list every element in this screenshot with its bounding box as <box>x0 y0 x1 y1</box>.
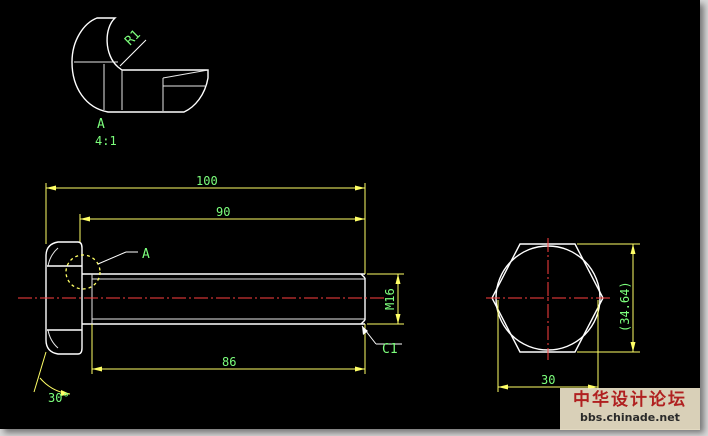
watermark-title: 中华设计论坛 <box>573 390 687 410</box>
dim-100-arrow-right <box>355 185 365 191</box>
cad-drawing-canvas: R1 A 4:1 A <box>18 17 640 405</box>
end-chamfer-top <box>360 273 366 279</box>
dim-3464-arrow-top <box>630 244 636 254</box>
bolt-front-view: A 100 90 86 <box>18 174 404 405</box>
dim-m16-arrow-bottom <box>395 314 401 324</box>
dim-across-flats: 30 <box>541 373 555 387</box>
dim-30-arrow-left <box>498 384 508 390</box>
dim-shank-length: 90 <box>216 205 230 219</box>
dim-86-arrow-right <box>355 366 365 372</box>
detail-view-scale: 4:1 <box>95 134 117 148</box>
bolt-end-view: 30 (34.64) <box>486 238 640 392</box>
detail-a-callout: A <box>142 247 150 262</box>
dim-across-corners: (34.64) <box>618 281 632 332</box>
end-chamfer-bottom <box>360 319 366 325</box>
angle-30-arrow <box>61 390 70 396</box>
dim-90-arrow-right <box>355 216 365 222</box>
head-chamfer-arc-bottom <box>47 329 59 349</box>
dim-90-arrow-left <box>80 216 90 222</box>
dim-thread-size: M16 <box>383 288 397 310</box>
dim-86-arrow-left <box>92 366 102 372</box>
detail-a-circle <box>65 254 101 290</box>
detail-profile <box>71 17 209 113</box>
forum-watermark: 中华设计论坛 bbs.chinade.net <box>560 388 700 430</box>
detail-chamfer-line <box>162 69 209 79</box>
detail-a-leader <box>97 251 127 265</box>
cad-viewport[interactable]: R1 A 4:1 A <box>0 0 700 429</box>
radius-leader <box>119 39 147 67</box>
dim-chamfer: C1 <box>382 342 398 357</box>
chamfer-leader-arrow <box>362 326 368 335</box>
detail-view-label: A <box>97 117 105 132</box>
dim-thread-length: 86 <box>222 355 236 369</box>
angle-30-ext <box>33 351 47 393</box>
dim-100-arrow-left <box>46 185 56 191</box>
dim-3464-arrow-bottom <box>630 342 636 352</box>
dim-total-length: 100 <box>196 174 218 188</box>
detail-view-a: R1 A 4:1 <box>71 17 209 148</box>
bolt-head-outline <box>45 241 83 355</box>
head-chamfer-arc-top <box>47 247 59 267</box>
dim-m16-arrow-top <box>395 274 401 284</box>
watermark-url: bbs.chinade.net <box>580 411 680 424</box>
dim-angle: 30° <box>48 391 70 405</box>
